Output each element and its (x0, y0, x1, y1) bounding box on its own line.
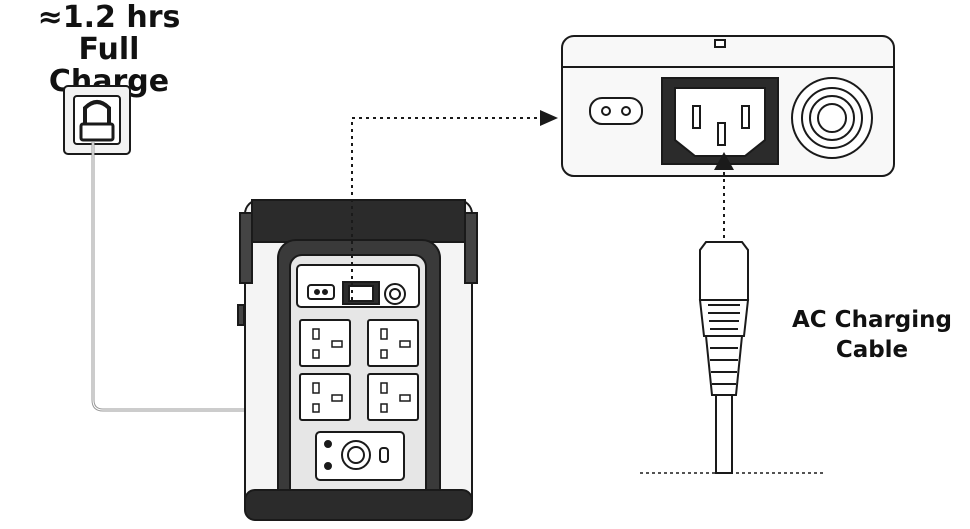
charge-time-line-1: ≈1.2 hrs Full (37, 0, 181, 67)
wall-socket-plug-icon (63, 85, 131, 155)
connector-dotted-line (351, 117, 540, 300)
charge-time-title: ≈1.2 hrs Full Charge (4, 2, 214, 98)
power-station-icon (237, 199, 478, 521)
arrow-icon (540, 110, 558, 126)
cable-label: AC Charging Cable (782, 305, 962, 365)
ac-charging-cable-icon (698, 241, 750, 474)
cable-label-line-1: AC Charging (792, 307, 952, 333)
cable-label-line-2: Cable (835, 337, 909, 363)
ac-input-port-icon (561, 35, 895, 177)
